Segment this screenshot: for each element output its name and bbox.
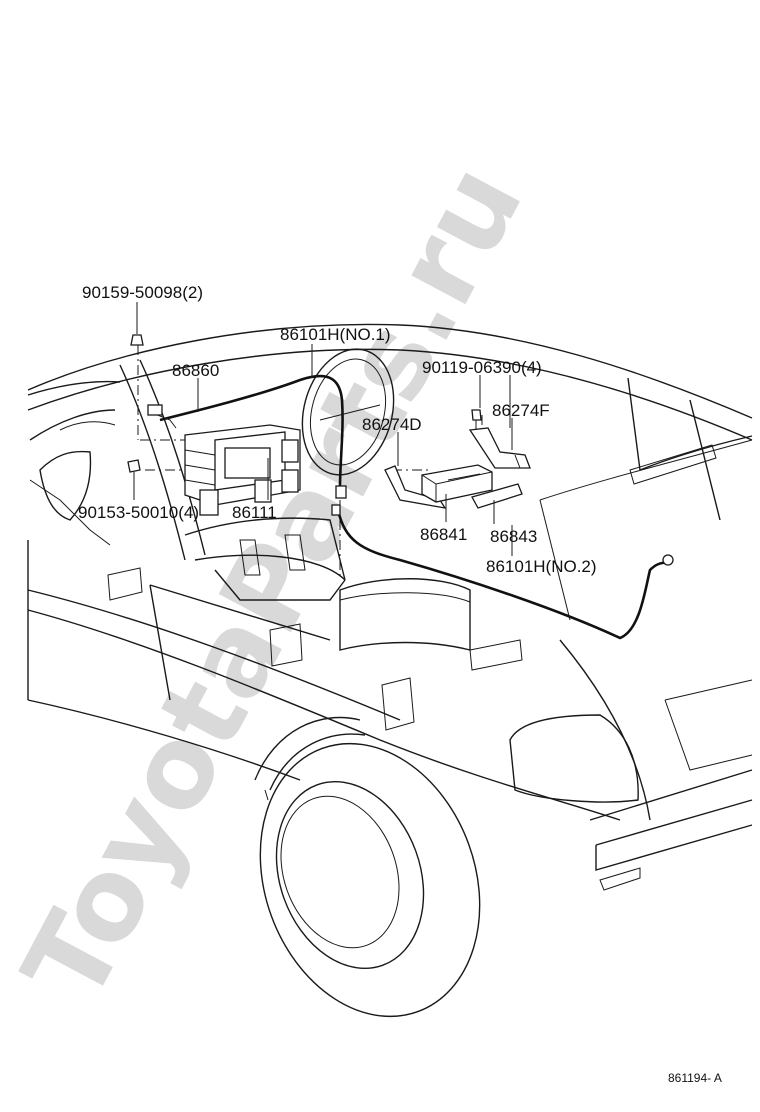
vehicle-body-outline (27, 323, 753, 1018)
callout-86860: 86860 (172, 361, 219, 380)
bolt-icon-left (127, 459, 141, 473)
bracket-86274f (468, 427, 531, 469)
bolt-icon-upper (130, 334, 144, 346)
leader-lines (133, 302, 513, 556)
connector-front (335, 485, 347, 499)
callout-86111: 86111 (232, 503, 277, 522)
figure-code: 861194- A (668, 1071, 722, 1085)
callout-86843: 86843 (490, 527, 537, 546)
callout-86274f: 86274F (492, 401, 550, 420)
module-86841 (421, 464, 493, 503)
callout-86841: 86841 (420, 525, 467, 544)
callout-90153-50010: 90153-50010(4) (78, 503, 199, 522)
watermark-text: ToyotaParts.ru (0, 145, 548, 1023)
callout-90159-50098: 90159-50098(2) (82, 283, 203, 302)
connector-lower (331, 504, 341, 516)
wiring-harness (147, 374, 674, 640)
harness-no2-wire (336, 509, 670, 640)
callout-90119-06390: 90119-06390(4) (422, 358, 542, 377)
plate-86843 (471, 483, 523, 509)
bolt-icon-right (471, 409, 482, 430)
connector-left (147, 404, 163, 416)
harness-no1-wire (159, 374, 344, 489)
callout-86101h-no2: 86101H(NO.2) (486, 557, 597, 576)
callout-86274d: 86274D (362, 415, 422, 434)
connector-rear (662, 554, 674, 566)
callout-86101h-no1: 86101H(NO.1) (280, 325, 391, 344)
callout-labels: 90159-50098(2) 86101H(NO.1) 86860 90119-… (78, 283, 597, 576)
